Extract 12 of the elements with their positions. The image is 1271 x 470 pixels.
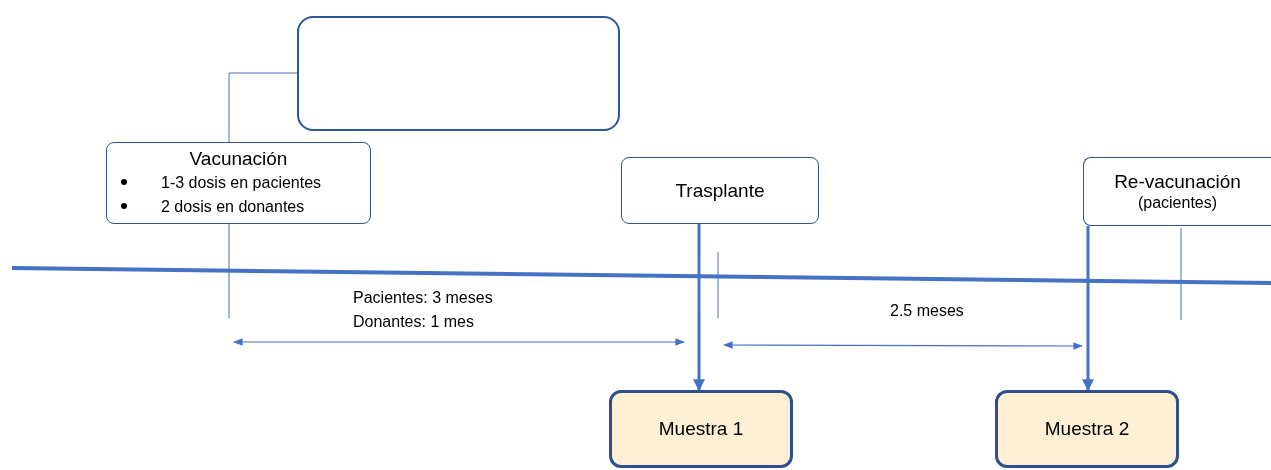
arrow: [693, 224, 705, 392]
event-box: Trasplante: [621, 157, 819, 224]
connector-line: [228, 72, 298, 143]
duration-label: Donantes: 1 mes: [353, 312, 474, 332]
duration-label: Pacientes: 3 meses: [353, 288, 493, 308]
event-box: Re-vacunación (pacientes): [1083, 157, 1271, 226]
duration-label: 2.5 meses: [890, 301, 964, 321]
sample-box: Muestra 1: [609, 390, 793, 468]
event-box: Vacunación 1-3 dosis en pacientes 2 dosis en donantes: [106, 142, 371, 224]
arrow: [1082, 226, 1094, 392]
list-box: [297, 16, 620, 131]
sample-box: Muestra 2: [995, 390, 1179, 468]
